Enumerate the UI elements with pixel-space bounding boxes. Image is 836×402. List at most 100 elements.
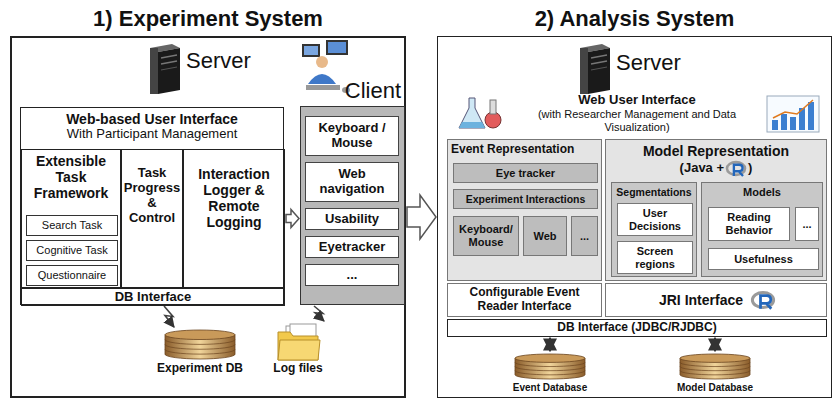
text-row: (Java +) <box>680 160 753 177</box>
panel-title: 2) Analysis System <box>532 6 738 31</box>
node-title: Usefulness <box>731 253 796 266</box>
text-stack: Experiment Interactions <box>454 190 597 208</box>
double-arrow <box>549 338 551 351</box>
node-title: Eye tracker <box>493 167 558 180</box>
text-stack: Search Task <box>27 216 117 235</box>
process-box: Reading Behavior <box>708 207 790 241</box>
text-stack: Web User Interface(with Researcher Manag… <box>522 90 752 137</box>
text-stack: Models <box>702 186 822 199</box>
text-stack: Keyboard / Mouse <box>306 117 398 155</box>
process-box: JRI Interface <box>605 283 827 317</box>
node-title: Experiment Interactions <box>463 193 589 205</box>
text-stack: Log files <box>262 362 334 386</box>
cyl-icon <box>150 328 250 362</box>
text-stack: Extensible Task Framework <box>22 153 120 201</box>
text-stack: ... <box>572 217 597 255</box>
process-box: Keyboard / Mouse <box>305 116 399 156</box>
text-stack: 2) Analysis System <box>437 2 832 36</box>
text-stack: Usefulness <box>709 249 818 269</box>
group-box: ModelsReading Behavior... Usefulness <box>701 182 823 277</box>
process-box: ... <box>305 264 399 286</box>
text-stack: Web <box>524 217 566 255</box>
text-stack: 1) Experiment System <box>10 2 406 36</box>
server-label: Server <box>616 50 681 76</box>
double-arrow <box>714 338 716 351</box>
node-title: Segmentations <box>613 186 694 198</box>
node-title: User Decisions <box>618 207 692 232</box>
hollow-arrow <box>286 210 299 228</box>
group-box: Extensible Task FrameworkSearch TaskCogn… <box>21 149 121 288</box>
process-box: Usefulness <box>708 248 819 270</box>
node-title: Reading Behavior <box>709 211 789 236</box>
text-stack: Reading Behavior <box>709 208 789 240</box>
database-cylinder: Experiment DB <box>150 328 250 386</box>
client-icon <box>302 40 350 93</box>
process-box: Interaction Logger & Remote Logging <box>183 149 285 288</box>
text-stack: Client <box>300 76 405 106</box>
process-box: Questionnaire <box>26 265 118 286</box>
group-box: Web-based User InterfaceWith Participant… <box>20 107 284 305</box>
node-text: With Participant Management <box>64 127 241 142</box>
text-stack: Experiment DB <box>150 362 250 386</box>
group-box: Event RepresentationEye trackerExperimen… <box>447 139 602 281</box>
text-stack: Keyboard/ Mouse <box>454 217 518 255</box>
process-box: Search Task <box>26 215 118 236</box>
text-stack: ... <box>796 208 818 240</box>
process-box: Web navigation <box>305 162 399 202</box>
process-box: User Decisions <box>617 203 693 236</box>
text-stack: ... <box>306 265 398 285</box>
node-title: Keyboard/ Mouse <box>454 223 518 248</box>
process-box: Usability <box>305 208 399 230</box>
node-title: Event Database <box>510 382 590 394</box>
node-title: JRI Interface <box>656 292 746 308</box>
group-box: Model Representation(Java +)Segmentation… <box>605 139 827 281</box>
process-box: Keyboard/ Mouse <box>453 216 519 256</box>
process-box: Eyetracker <box>305 236 399 258</box>
text-stack: Task Progress & Control <box>122 166 182 226</box>
process-box: Cognitive Task <box>26 240 118 261</box>
system-panel: ClientKeyboard / MouseWeb navigationUsab… <box>300 76 405 305</box>
panel-title: 1) Experiment System <box>90 6 326 31</box>
lightning-arrow <box>164 306 174 327</box>
node-title: DB Interface <box>112 290 195 305</box>
text-stack: Model Database <box>670 382 760 396</box>
database-cylinder: Event Database <box>505 352 595 396</box>
process-box: Configurable Event Reader Interface <box>447 283 602 317</box>
text-stack: Eyetracker <box>306 237 398 257</box>
node-title: Interaction Logger & Remote Logging <box>184 166 284 230</box>
node-title: DB Interface (JDBC/RJDBC) <box>554 321 719 335</box>
text-stack: Web-based User InterfaceWith Participant… <box>21 111 283 142</box>
process-box: Web <box>523 216 567 256</box>
process-box: Task Progress & Control <box>121 149 183 288</box>
process-box: Experiment Interactions <box>453 189 598 209</box>
node-title: Model Representation <box>640 143 792 159</box>
node-title: Task Progress & Control <box>121 166 183 226</box>
process-box: Web User Interface(with Researcher Manag… <box>447 90 827 137</box>
text-stack: Segmentations <box>612 186 696 198</box>
node-title: Web-based User Interface <box>63 111 241 127</box>
node-text: (Java + <box>680 161 724 176</box>
file-folder: Log files <box>262 322 334 386</box>
text-stack: Event Representation <box>448 143 601 157</box>
process-box: Screen regions <box>617 241 693 274</box>
node-title: Screen regions <box>618 245 692 270</box>
hollow-arrow <box>407 195 436 239</box>
node-title: Questionnaire <box>35 269 110 282</box>
node-title: Cognitive Task <box>33 244 110 257</box>
node-title: Log files <box>270 362 325 376</box>
node-text: ) <box>748 161 752 176</box>
text-stack: Usability <box>306 209 398 229</box>
server-icon <box>580 44 610 94</box>
node-title: Web <box>530 230 559 243</box>
text-stack: Cognitive Task <box>27 241 117 260</box>
node-text: (with Researcher Management and Data Vis… <box>522 108 752 133</box>
process-box: DB Interface <box>21 288 285 306</box>
node-title: ... <box>799 218 814 231</box>
r-logo <box>750 290 776 310</box>
node-title: Model Database <box>674 382 756 394</box>
lightning-arrow <box>314 306 324 321</box>
database-cylinder: Model Database <box>670 352 760 396</box>
node-title: Configurable Event Reader Interface <box>448 286 601 314</box>
server-icon <box>150 44 180 94</box>
